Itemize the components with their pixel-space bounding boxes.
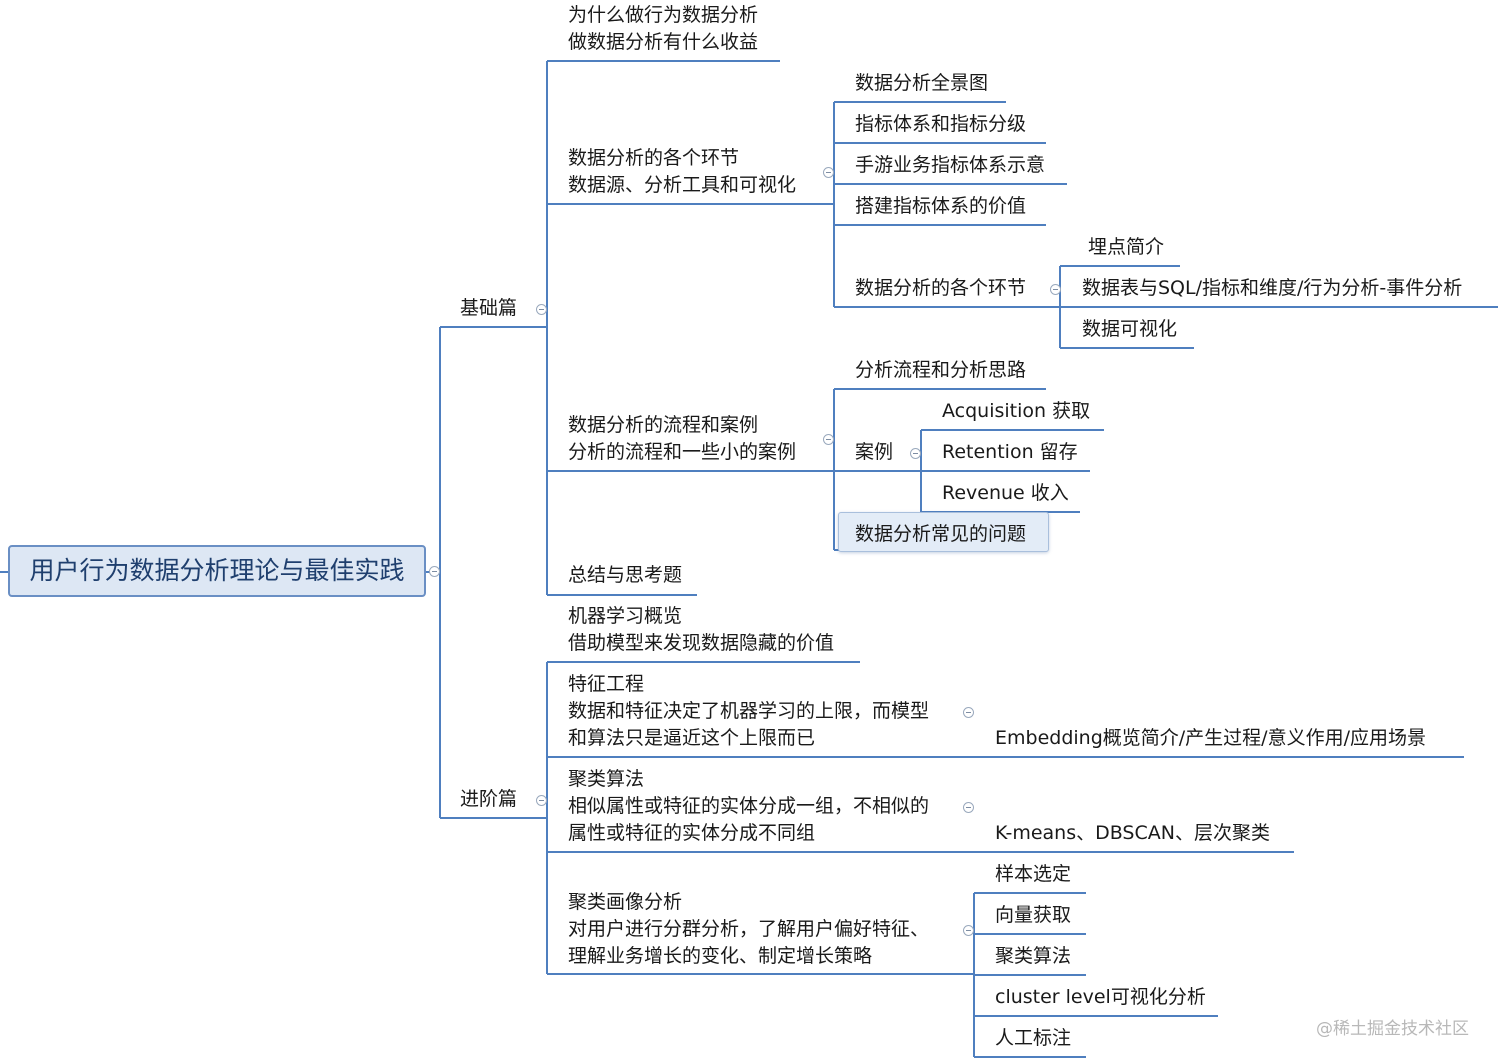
feature-engineering-collapse-icon[interactable]	[963, 707, 974, 718]
node-manual-labeling[interactable]: 人工标注	[995, 1027, 1072, 1049]
node-acquisition[interactable]: Acquisition 获取	[942, 400, 1091, 422]
node-sample-selection[interactable]: 样本选定	[995, 863, 1072, 885]
node-metric-system[interactable]: 指标体系和指标分级	[855, 113, 1027, 135]
node-advanced[interactable]: 进阶篇	[460, 788, 518, 810]
node-why-analysis[interactable]: 为什么做行为数据分析 做数据分析有什么收益	[568, 4, 759, 53]
node-process-thinking[interactable]: 分析流程和分析思路	[855, 359, 1027, 381]
node-clustering[interactable]: 聚类算法 相似属性或特征的实体分成一组，不相似的 属性或特征的实体分成不同组	[568, 768, 930, 844]
node-retention[interactable]: Retention 留存	[942, 441, 1078, 463]
basic-collapse-icon[interactable]	[536, 304, 547, 315]
node-common-problems[interactable]: 数据分析常见的问题	[855, 523, 1027, 545]
watermark: @稀土掘金技术社区	[1316, 1019, 1469, 1039]
node-metric-value[interactable]: 搭建指标体系的价值	[855, 195, 1027, 217]
process-cases-collapse-icon[interactable]	[823, 434, 834, 445]
node-feature-engineering[interactable]: 特征工程 数据和特征决定了机器学习的上限，而模型 和算法只是逼近这个上限而已	[568, 673, 930, 749]
node-visualization[interactable]: 数据可视化	[1082, 318, 1178, 340]
analysis-stages-collapse-icon[interactable]	[823, 167, 834, 178]
node-mobile-game-metrics[interactable]: 手游业务指标体系示意	[855, 154, 1046, 176]
node-panorama[interactable]: 数据分析全景图	[855, 72, 989, 94]
node-tracking-intro[interactable]: 埋点简介	[1088, 236, 1165, 258]
node-tables-sql[interactable]: 数据表与SQL/指标和维度/行为分析-事件分析	[1082, 277, 1463, 299]
cases-collapse-icon[interactable]	[910, 448, 921, 459]
node-ml-overview[interactable]: 机器学习概览 借助模型来发现数据隐藏的价值	[568, 605, 835, 654]
stages-sub-collapse-icon[interactable]	[1050, 284, 1061, 295]
node-process-cases[interactable]: 数据分析的流程和案例 分析的流程和一些小的案例	[568, 414, 797, 463]
node-cluster-level-viz[interactable]: cluster level可视化分析	[995, 986, 1206, 1008]
cluster-profile-collapse-icon[interactable]	[963, 925, 974, 936]
node-analysis-stages[interactable]: 数据分析的各个环节 数据源、分析工具和可视化	[568, 147, 797, 196]
node-kmeans[interactable]: K-means、DBSCAN、层次聚类	[995, 822, 1270, 844]
node-analysis-stages-sub[interactable]: 数据分析的各个环节	[855, 277, 1027, 299]
node-revenue[interactable]: Revenue 收入	[942, 482, 1069, 504]
node-basic[interactable]: 基础篇	[460, 297, 518, 319]
node-cases[interactable]: 案例	[855, 441, 894, 463]
selected-node-highlight[interactable]	[838, 512, 1049, 552]
advanced-collapse-icon[interactable]	[536, 795, 547, 806]
root-node[interactable]: 用户行为数据分析理论与最佳实践	[8, 545, 426, 597]
node-summary[interactable]: 总结与思考题	[568, 564, 683, 586]
node-embedding[interactable]: Embedding概览简介/产生过程/意义作用/应用场景	[995, 727, 1426, 749]
clustering-collapse-icon[interactable]	[963, 802, 974, 813]
node-cluster-profile[interactable]: 聚类画像分析 对用户进行分群分析，了解用户偏好特征、 理解业务增长的变化、制定增…	[568, 891, 930, 967]
root-collapse-icon[interactable]	[429, 566, 440, 577]
node-cluster-algorithm[interactable]: 聚类算法	[995, 945, 1072, 967]
node-vector-acquisition[interactable]: 向量获取	[995, 904, 1072, 926]
